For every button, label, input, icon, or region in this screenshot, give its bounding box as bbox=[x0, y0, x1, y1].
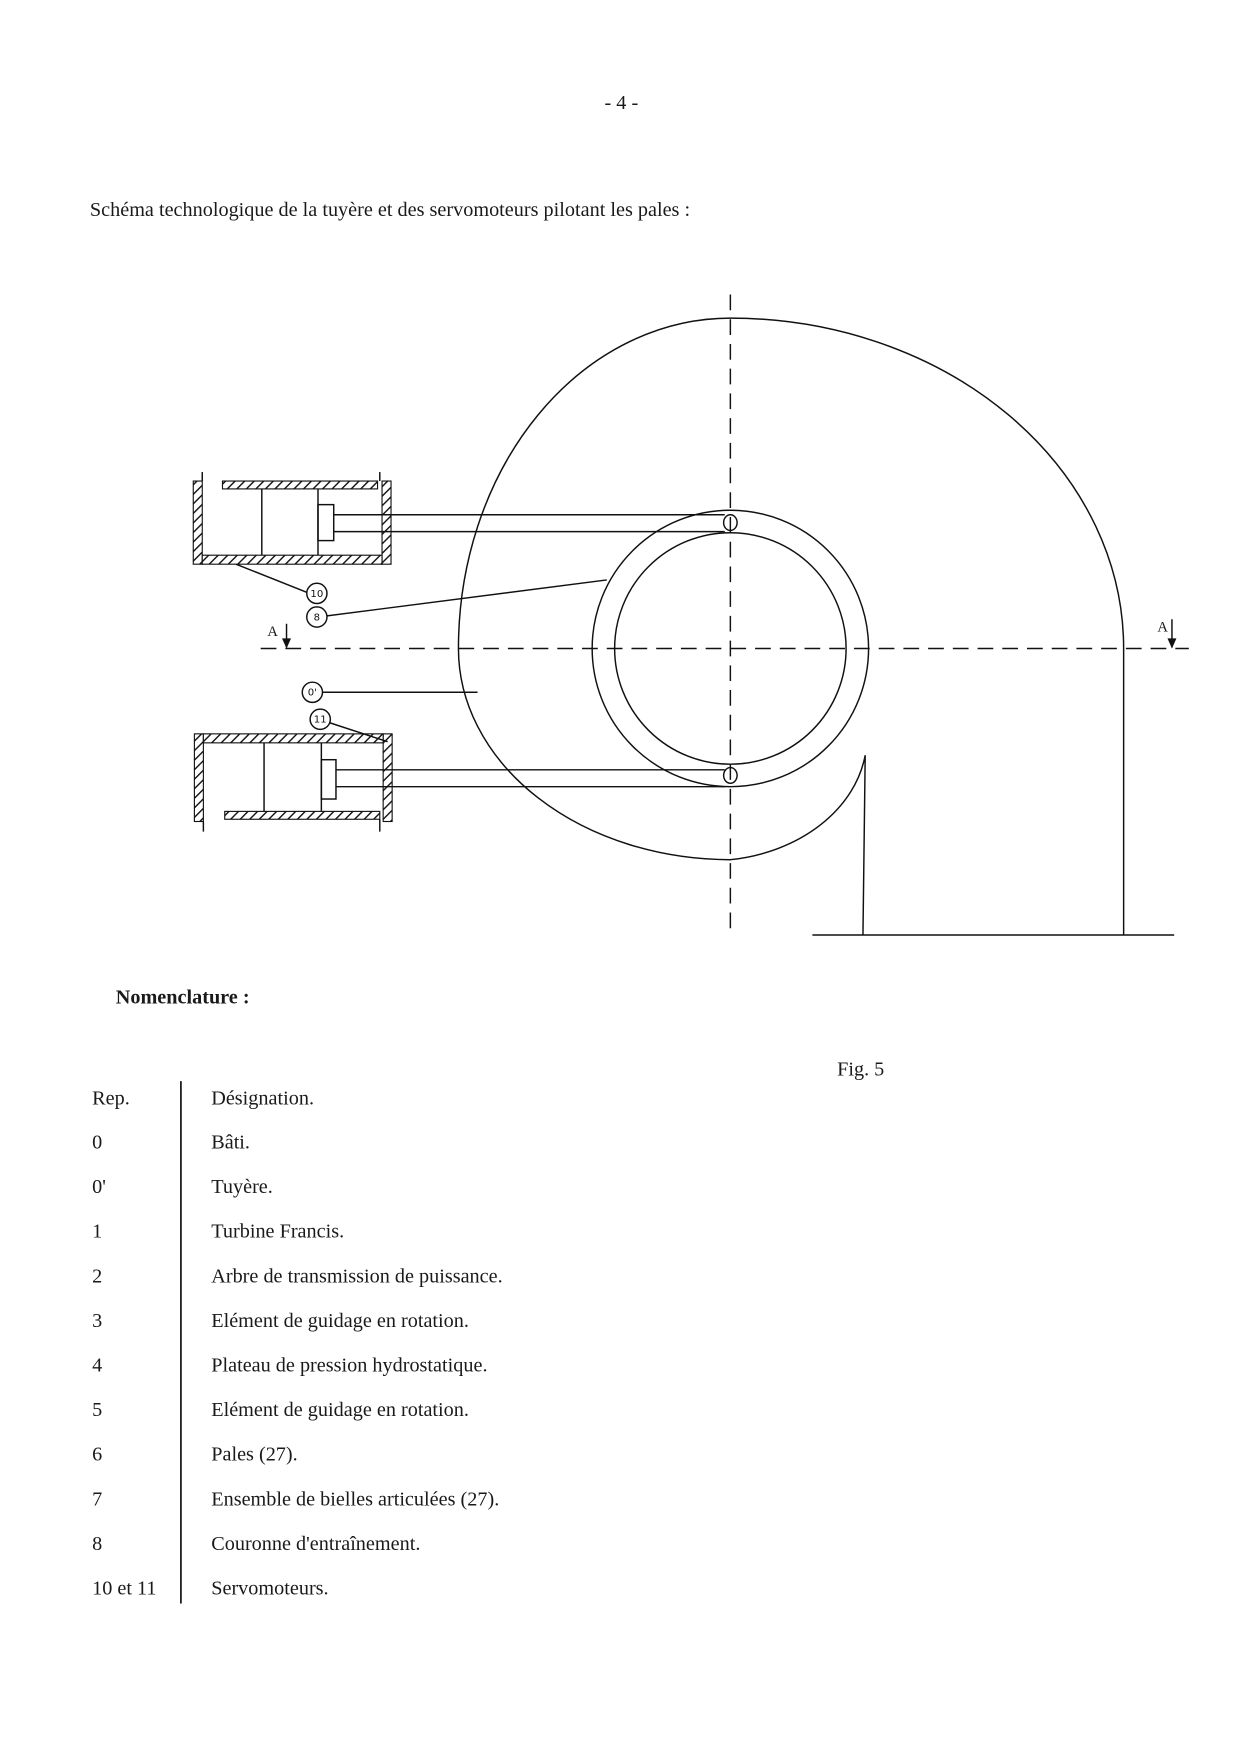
table-row: 2 Arbre de transmission de puissance. bbox=[92, 1265, 503, 1287]
table-row: 7 Ensemble de bielles articulées (27). bbox=[92, 1488, 499, 1510]
cell-designation: Elément de guidage en rotation. bbox=[211, 1399, 469, 1421]
page-number: - 4 - bbox=[605, 92, 639, 114]
pin-top bbox=[722, 514, 738, 532]
nomenclature-title: Nomenclature : bbox=[116, 987, 250, 1009]
table-row: 3 Elément de guidage en rotation. bbox=[92, 1310, 469, 1332]
cell-rep: 8 bbox=[92, 1533, 102, 1555]
callout-8: 8 bbox=[306, 606, 328, 628]
callout-11: 11 bbox=[309, 708, 332, 731]
section-mark-right: A bbox=[1157, 619, 1177, 649]
nomenclature-table: Rep. Désignation. 0 Bâti. 0' Tuyère. 1 Turbin… bbox=[92, 1081, 503, 1604]
drive-ring-inner bbox=[613, 531, 847, 765]
svg-text:8: 8 bbox=[314, 612, 320, 623]
drive-ring-outer bbox=[591, 509, 870, 788]
cell-rep: 10 et 11 bbox=[92, 1578, 156, 1600]
callout-10: 10 bbox=[306, 582, 328, 605]
cell-rep: 3 bbox=[92, 1310, 102, 1332]
cell-rep: 2 bbox=[92, 1265, 102, 1287]
section-mark-left: A bbox=[267, 623, 292, 649]
table-row: 0 Bâti. bbox=[92, 1131, 250, 1153]
table-row: 4 Plateau de pression hydrostatique. bbox=[92, 1355, 487, 1377]
cell-designation: Servomoteurs. bbox=[211, 1578, 328, 1600]
table-row: 8 Couronne d'entraînement. bbox=[92, 1533, 420, 1555]
svg-text:0': 0' bbox=[308, 688, 317, 699]
table-row: 10 et 11 Servomoteurs. bbox=[92, 1578, 328, 1600]
cell-rep: 1 bbox=[92, 1221, 102, 1243]
svg-text:11: 11 bbox=[314, 715, 327, 726]
cell-rep: 0 bbox=[92, 1131, 102, 1153]
table-row: 1 Turbine Francis. bbox=[92, 1221, 344, 1243]
technical-diagram: 10 8 0' 11 A A bbox=[192, 294, 1189, 936]
cell-rep: 6 bbox=[92, 1444, 102, 1466]
cell-designation: Bâti. bbox=[211, 1131, 250, 1153]
cell-rep: 7 bbox=[92, 1488, 102, 1510]
heading: Schéma technologique de la tuyère et des… bbox=[90, 199, 690, 221]
table-row: 0' Tuyère. bbox=[92, 1176, 273, 1198]
svg-text:A: A bbox=[267, 624, 278, 640]
svg-text:A: A bbox=[1157, 620, 1168, 636]
header-rep: Rep. bbox=[92, 1088, 130, 1110]
cell-designation: Tuyère. bbox=[211, 1176, 273, 1198]
cell-designation: Elément de guidage en rotation. bbox=[211, 1310, 469, 1332]
servomotor-11 bbox=[193, 733, 725, 832]
table-row: 5 Elément de guidage en rotation. bbox=[92, 1399, 469, 1421]
servomotor-10 bbox=[192, 472, 725, 565]
cell-rep: 4 bbox=[92, 1355, 102, 1377]
header-designation: Désignation. bbox=[211, 1088, 314, 1110]
cell-rep: 0' bbox=[92, 1176, 106, 1198]
volute-spiral bbox=[457, 317, 1125, 936]
table-row: 6 Pales (27). bbox=[92, 1444, 298, 1466]
figure-caption: Fig. 5 bbox=[837, 1058, 884, 1080]
cell-designation: Ensemble de bielles articulées (27). bbox=[211, 1488, 499, 1510]
cell-designation: Turbine Francis. bbox=[211, 1221, 344, 1243]
cell-designation: Arbre de transmission de puissance. bbox=[211, 1265, 502, 1287]
pin-bottom bbox=[722, 766, 738, 785]
svg-text:10: 10 bbox=[310, 589, 323, 600]
callout-0prime: 0' bbox=[301, 681, 324, 704]
cell-designation: Couronne d'entraînement. bbox=[211, 1533, 420, 1555]
cell-designation: Plateau de pression hydrostatique. bbox=[211, 1355, 487, 1377]
cell-rep: 5 bbox=[92, 1399, 102, 1421]
cell-designation: Pales (27). bbox=[211, 1444, 297, 1466]
